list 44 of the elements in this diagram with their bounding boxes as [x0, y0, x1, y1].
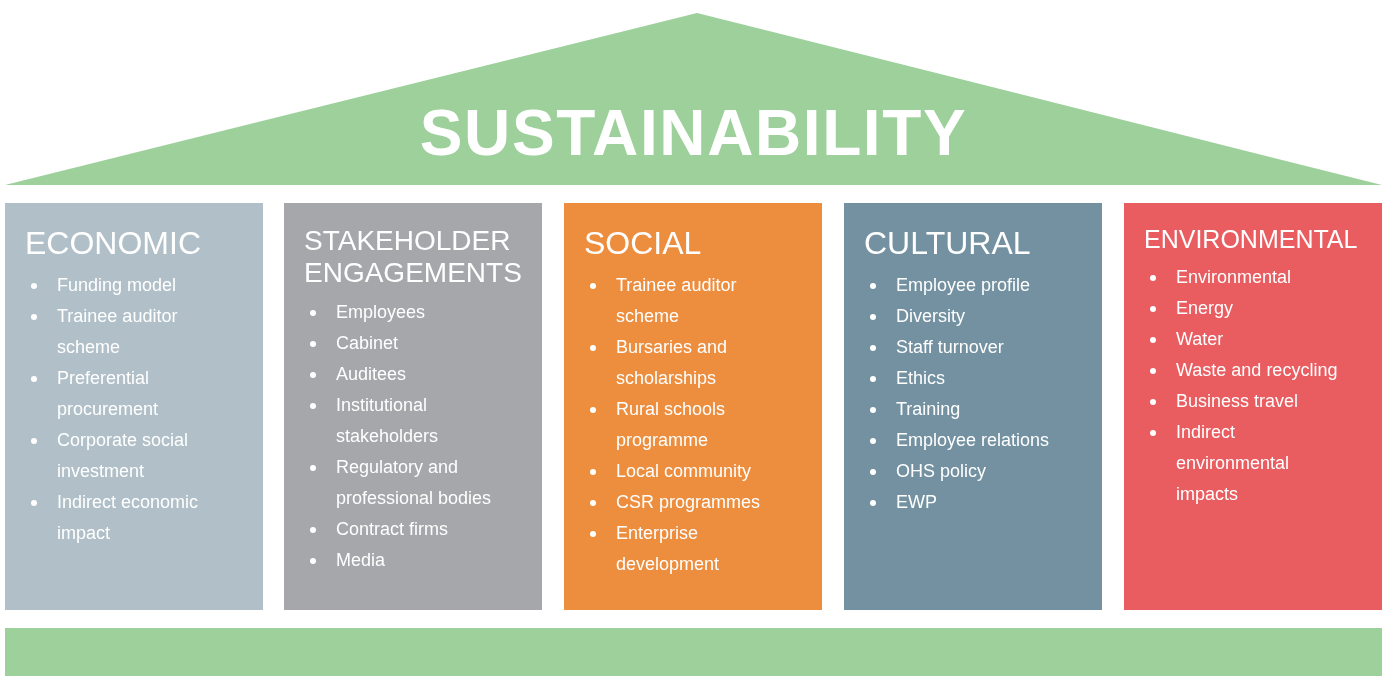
bullet-item: Trainee auditor scheme	[57, 304, 179, 359]
bullet-item: Contract firms	[336, 518, 450, 542]
bullet-item: EWP	[896, 490, 938, 514]
bullet-item: Preferential procurement	[57, 366, 160, 421]
bullet-item: Environmental	[1176, 265, 1293, 289]
bullet-item: Business travel	[1176, 389, 1300, 413]
bullet-item: OHS policy	[896, 459, 988, 483]
pillar-card	[564, 203, 822, 610]
pillar-card	[5, 203, 263, 610]
bullet-item: Funding model	[57, 273, 178, 297]
pillar-heading: ENVIRONMENTAL	[1144, 225, 1359, 254]
bullet-item: Trainee auditor scheme	[616, 273, 738, 328]
bullet-item: Regulatory and professional bodies	[336, 456, 493, 511]
bullet-item: Staff turnover	[896, 335, 1005, 359]
bullet-item: Indirect environmental impacts	[1176, 420, 1291, 506]
pillar-card	[844, 203, 1102, 610]
bullet-item: Auditees	[336, 363, 408, 387]
bullet-item: Rural schools programme	[616, 397, 727, 452]
bullet-item: Water	[1176, 327, 1225, 351]
bullet-item: Corporate social investment	[57, 428, 190, 483]
pillar-heading: ECONOMIC	[25, 225, 202, 262]
base-bar	[5, 628, 1382, 676]
bullet-item: Training	[896, 397, 962, 421]
bullet-item: Indirect economic impact	[57, 490, 200, 545]
bullet-item: Employees	[336, 301, 427, 325]
roof-title: SUSTAINABILITY	[418, 96, 969, 171]
bullet-item: Local community	[616, 459, 753, 483]
bullet-item: Employee relations	[896, 428, 1051, 452]
bullet-item: Waste and recycling	[1176, 358, 1339, 382]
bullet-item: Enterprise development	[616, 521, 721, 576]
pillar-heading: CULTURAL	[864, 225, 1032, 262]
bullet-item: CSR programmes	[616, 490, 762, 514]
bullet-item: Employee profile	[896, 273, 1032, 297]
bullet-item: Institutional stakeholders	[336, 394, 440, 449]
pillar-card	[1124, 203, 1382, 610]
bullet-item: Media	[336, 549, 387, 573]
bullet-item: Diversity	[896, 304, 966, 328]
bullet-item: Energy	[1176, 296, 1235, 320]
pillar-heading: STAKEHOLDER ENGAGEMENTS	[304, 225, 523, 290]
bullet-item: Cabinet	[336, 332, 400, 356]
pillar-card	[284, 203, 542, 610]
pillar-heading: SOCIAL	[584, 225, 703, 262]
bullet-item: Ethics	[896, 366, 947, 390]
bullet-item: Bursaries and scholarships	[616, 335, 729, 390]
